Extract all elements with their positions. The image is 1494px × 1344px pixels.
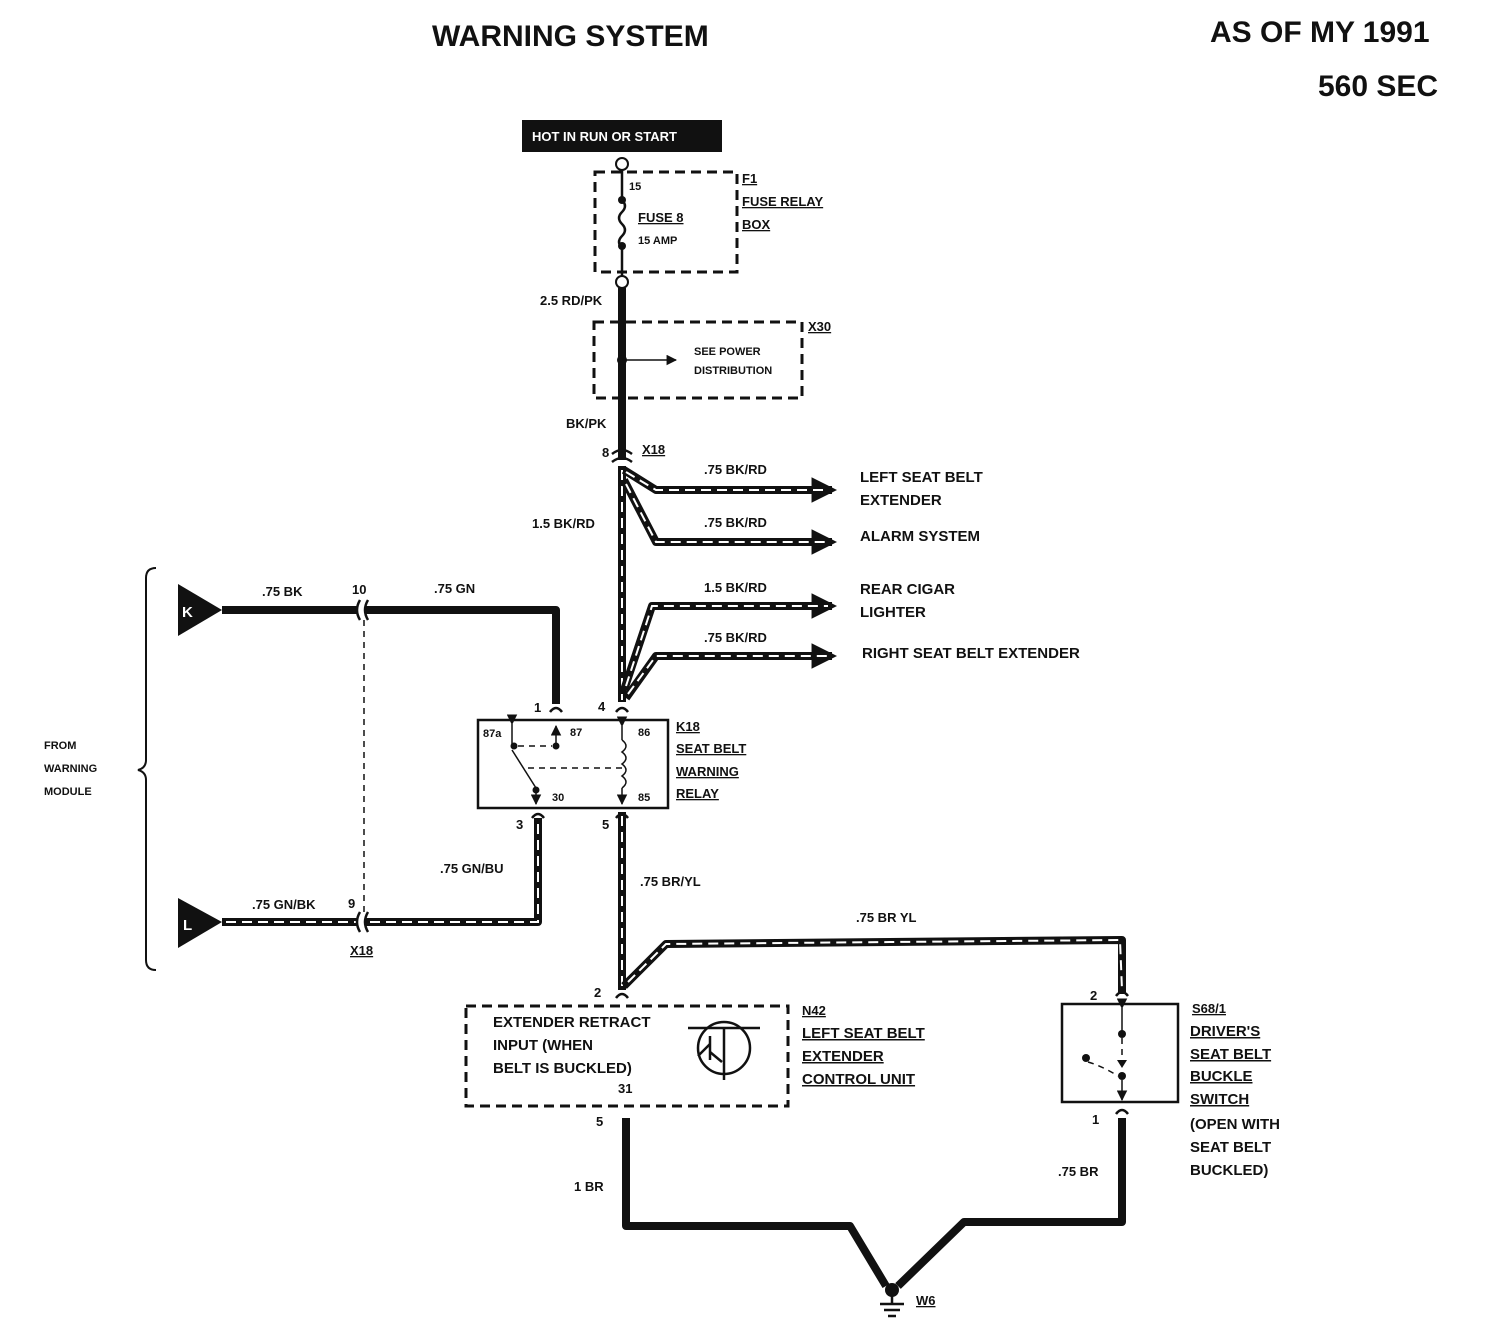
power-source-text: HOT IN RUN OR START <box>532 129 677 144</box>
wire-label-75-br: .75 BR <box>1058 1164 1099 1179</box>
k18-pin-1: 1 <box>534 700 541 715</box>
dest-left-extender-2: EXTENDER <box>860 492 942 509</box>
branch-right-extender <box>622 643 838 701</box>
wire-label-1-br: 1 BR <box>574 1179 604 1194</box>
x18-top-id: X18 <box>642 442 665 457</box>
branch-alarm <box>620 478 838 555</box>
k18-label-1: SEAT BELT <box>676 741 746 756</box>
x18-bottom-id: X18 <box>350 943 373 958</box>
k18-term-87: 87 <box>570 727 582 739</box>
wire-label-1-5-bkrd: 1.5 BK/RD <box>532 516 595 531</box>
fuse-relay-box: 15 FUSE 8 15 AMP F1 FUSE RELAY BOX <box>593 157 823 289</box>
module-label-3: MODULE <box>44 786 92 798</box>
n42-pin-2: 2 <box>594 985 601 1000</box>
k18-pin-4: 4 <box>598 699 606 714</box>
x18-pin-8: 8 X18 <box>602 442 665 464</box>
k18-term-87a: 87a <box>483 728 502 740</box>
module-label-1: FROM <box>44 740 76 752</box>
n42-pin-5: 5 <box>596 1114 603 1129</box>
s68-buckle-switch: 2 1 S68/1 DRIVER'S SEAT BELT BUCKLE SWIT… <box>1060 988 1280 1179</box>
k18-term-30: 30 <box>552 792 564 804</box>
wire-label-75-bryl-a: .75 BR/YL <box>640 874 701 889</box>
f1-id: F1 <box>742 171 757 186</box>
diagram-title: WARNING SYSTEM <box>432 20 709 53</box>
ground-w6: W6 <box>880 1283 936 1318</box>
n42-control-unit: EXTENDER RETRACT INPUT (WHEN BELT IS BUC… <box>464 985 925 1129</box>
k18-label-2: WARNING <box>676 764 739 779</box>
n42-label-2: EXTENDER <box>802 1048 884 1065</box>
s68-pin-2: 2 <box>1090 988 1097 1003</box>
wire-label-75-bk: .75 BK <box>262 584 303 599</box>
wire-label-75-bkrd-a: .75 BK/RD <box>704 462 767 477</box>
s68-note-1: (OPEN WITH <box>1190 1116 1280 1133</box>
dest-alarm: ALARM SYSTEM <box>860 528 980 545</box>
wire-l-to-relay <box>222 818 542 933</box>
wire-label-2-5-rdpk: 2.5 RD/PK <box>540 293 603 308</box>
x18-pin-8-label: 8 <box>602 445 609 460</box>
x30-connector: SEE POWER DISTRIBUTION X30 <box>592 318 831 402</box>
wire-k-to-relay <box>222 599 560 914</box>
k18-term-85: 85 <box>638 792 650 804</box>
k18-pin-3: 3 <box>516 817 523 832</box>
fuse-rating: 15 AMP <box>638 235 677 247</box>
module-label-2: WARNING <box>44 763 97 775</box>
branch-left-extender <box>621 466 838 503</box>
f1-terminal: 15 <box>629 181 641 193</box>
s68-label-2: SEAT BELT <box>1190 1046 1271 1063</box>
terminal-l: L <box>178 898 222 948</box>
k18-relay: 87a 87 86 30 85 1 4 3 5 K18 SEAT BELT WA… <box>476 699 746 990</box>
k18-pin-5: 5 <box>602 817 609 832</box>
n42-desc-1: EXTENDER RETRACT <box>493 1014 651 1031</box>
x30-text-1: SEE POWER <box>694 346 761 358</box>
f1-label-2: BOX <box>742 217 771 232</box>
s68-pin-1: 1 <box>1092 1112 1099 1127</box>
s68-label-3: BUCKLE <box>1190 1068 1253 1085</box>
k18-term-86: 86 <box>638 727 650 739</box>
n42-desc-2: INPUT (WHEN <box>493 1037 593 1054</box>
s68-note-2: SEAT BELT <box>1190 1139 1271 1156</box>
s68-label-1: DRIVER'S <box>1190 1023 1260 1040</box>
model-name: 560 SEC <box>1318 70 1438 103</box>
terminal-k: K <box>178 584 222 636</box>
wire-label-75-bryl-b: .75 BR YL <box>856 910 917 925</box>
warning-module-bracket: FROM WARNING MODULE <box>44 567 157 971</box>
dest-cigar-2: LIGHTER <box>860 604 926 621</box>
model-year: AS OF MY 1991 <box>1210 16 1430 49</box>
branch-cigar <box>620 593 838 692</box>
n42-label-1: LEFT SEAT BELT <box>802 1025 925 1042</box>
dest-cigar-1: REAR CIGAR <box>860 581 955 598</box>
s68-note-3: BUCKLED) <box>1190 1162 1268 1179</box>
x30-id: X30 <box>808 319 831 334</box>
n42-desc-3: BELT IS BUCKLED) <box>493 1060 632 1077</box>
fuse-name: FUSE 8 <box>638 210 684 225</box>
n42-term-31: 31 <box>618 1081 632 1096</box>
wire-label-75-gn: .75 GN <box>434 581 475 596</box>
wire-label-1-5-bkrd-b: 1.5 BK/RD <box>704 580 767 595</box>
terminal-k-label: K <box>182 604 193 621</box>
dest-right-extender: RIGHT SEAT BELT EXTENDER <box>862 645 1080 662</box>
terminal-l-label: L <box>183 917 192 934</box>
s68-id: S68/1 <box>1192 1001 1226 1016</box>
x18-pin-9-label: 9 <box>348 896 355 911</box>
ground-wires <box>622 1118 1126 1289</box>
wire-label-75-bkrd-b: .75 BK/RD <box>704 515 767 530</box>
wire-label-75-gnbk: .75 GN/BK <box>252 897 316 912</box>
ground-id: W6 <box>916 1293 936 1308</box>
x30-text-2: DISTRIBUTION <box>694 365 772 377</box>
s68-label-4: SWITCH <box>1190 1091 1249 1108</box>
n42-label-3: CONTROL UNIT <box>802 1071 915 1088</box>
f1-label-1: FUSE RELAY <box>742 194 823 209</box>
n42-id: N42 <box>802 1003 826 1018</box>
wire-label-bkpk: BK/PK <box>566 416 607 431</box>
wire-label-75-bkrd-c: .75 BK/RD <box>704 630 767 645</box>
wire-to-buckle-switch <box>621 936 1126 994</box>
k18-label-3: RELAY <box>676 786 719 801</box>
wire-label-75-gnbu: .75 GN/BU <box>440 861 504 876</box>
dest-left-extender-1: LEFT SEAT BELT <box>860 469 983 486</box>
k18-id: K18 <box>676 719 700 734</box>
x18-pin-10-label: 10 <box>352 582 366 597</box>
power-source-label: HOT IN RUN OR START <box>522 120 722 152</box>
